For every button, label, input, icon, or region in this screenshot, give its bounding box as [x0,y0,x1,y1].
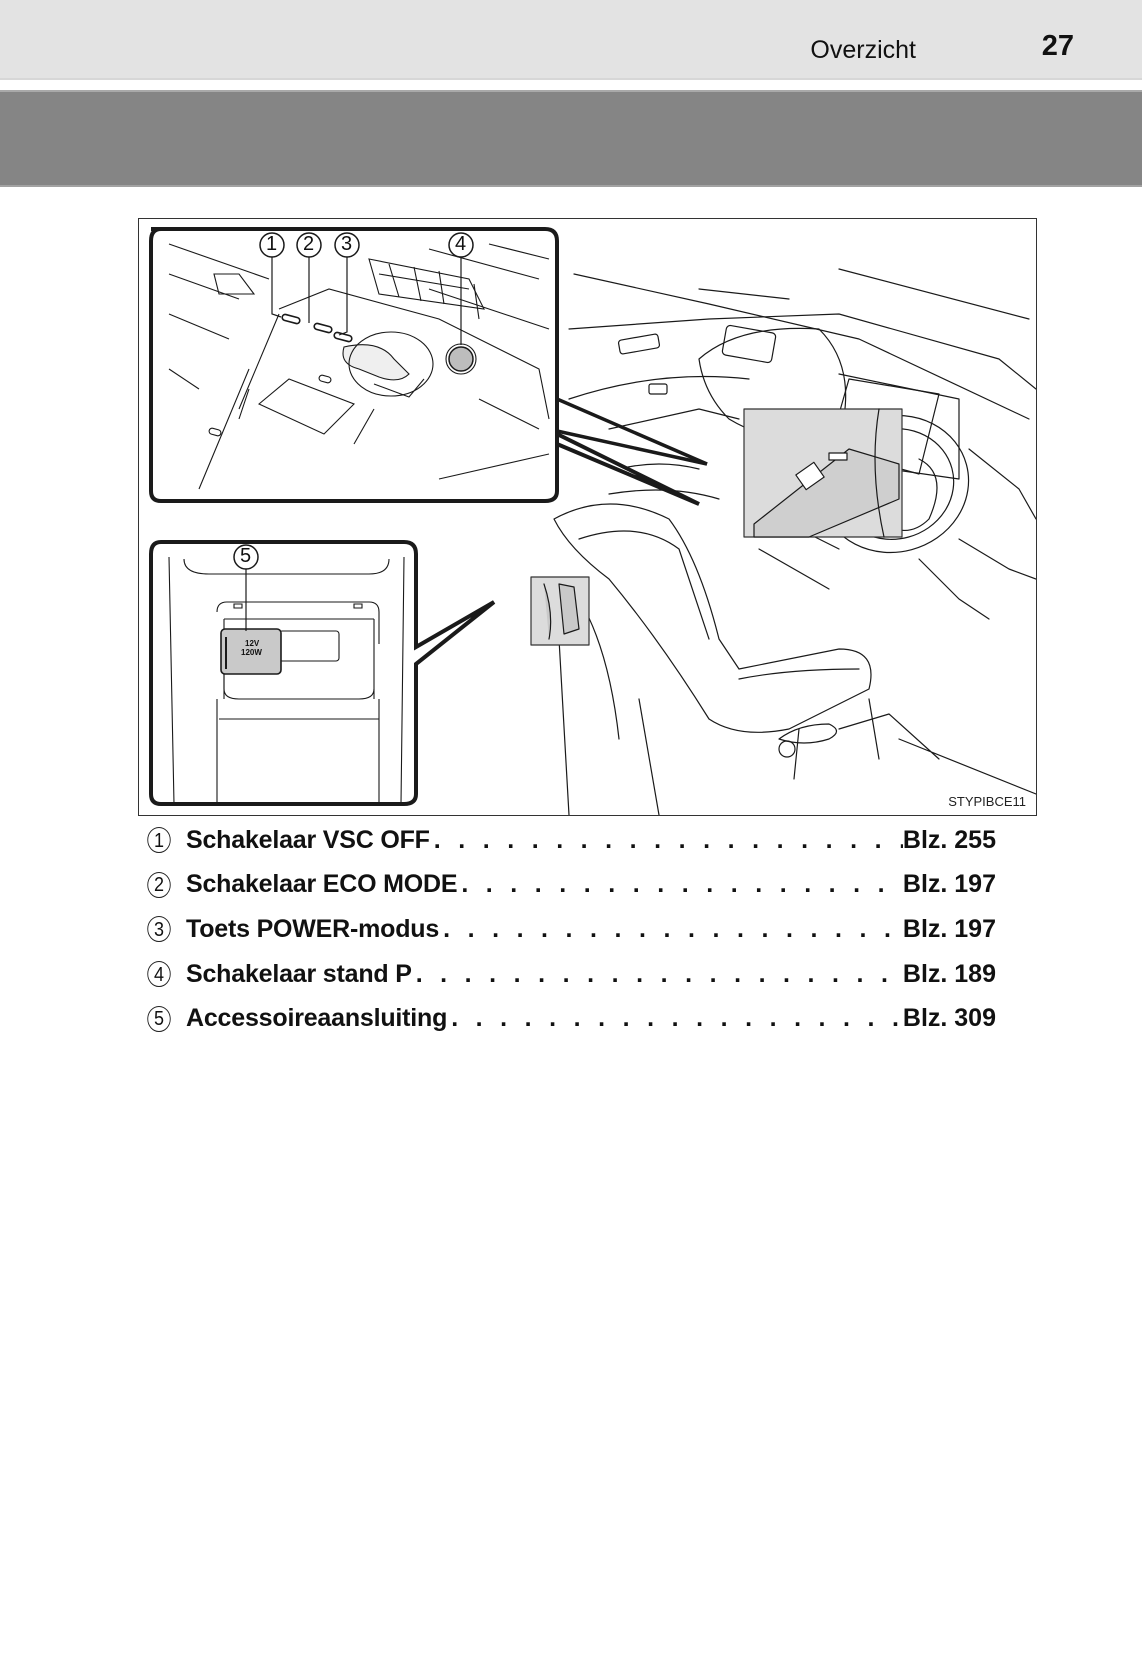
item-label: Schakelaar ECO MODE [186,870,458,899]
callout-4: 4 [455,233,467,255]
leader-dots: . . . . . . . . . . . . . . . . . . . . … [443,914,903,943]
accessory-socket [220,628,282,675]
item-label: Toets POWER-modus [186,914,440,943]
inset-console [149,227,708,506]
list-item: 3 Toets POWER-modus . . . . . . . . . . … [146,907,996,952]
charging-pad [257,378,355,435]
page-reference[interactable]: Blz. 255 [902,825,996,854]
item-label: Schakelaar stand P [186,959,412,988]
item-number: 1 [147,827,171,854]
list-item: 4 Schakelaar stand P . . . . . . . . . .… [146,952,996,997]
socket-label-voltage: 12V [245,639,260,648]
door-trim [568,375,750,430]
interior-illustration: 1 2 3 4 5 12V 120W STYPIBCE11 [138,218,1037,816]
leader-dots: . . . . . . . . . . . . . . . . . . . . … [415,959,903,988]
seat-switch [778,723,838,744]
leader-dots: . . . . . . . . . . . . . . . . . . . . … [433,825,903,854]
page-reference[interactable]: Blz. 189 [902,959,996,988]
item-label: Accessoireaansluiting [186,1004,448,1033]
callout-3: 3 [341,233,353,255]
item-label: Schakelaar VSC OFF [186,825,430,854]
callout-2: 2 [303,233,315,255]
callout-5: 5 [240,545,252,567]
list-item: 1 Schakelaar VSC OFF . . . . . . . . . .… [146,818,996,863]
list-item: 5 Accessoireaansluiting . . . . . . . . … [146,996,996,1041]
windshield-line [573,273,1030,420]
park-button [448,346,474,372]
section-title: Overzicht [810,36,916,64]
leader-dots: . . . . . . . . . . . . . . . . . . . . … [461,870,903,899]
item-number: 4 [147,961,171,988]
component-list: 1 Schakelaar VSC OFF . . . . . . . . . .… [146,818,996,1041]
item-number: 5 [147,1005,171,1032]
item-number: 2 [147,871,171,898]
list-item: 2 Schakelaar ECO MODE . . . . . . . . . … [146,863,996,908]
page-reference[interactable]: Blz. 197 [902,870,996,899]
figure-code: STYPIBCE11 [948,794,1026,809]
socket-label-wattage: 120W [241,648,262,657]
page-header: Overzicht 27 [0,0,1142,80]
leader-dots: . . . . . . . . . . . . . . . . . . . . … [451,1004,903,1033]
inset-socket [149,540,496,806]
item-number: 3 [147,916,171,943]
shift-lever [342,344,410,381]
page-number: 27 [1041,30,1074,62]
roof-line [698,268,1030,320]
illustration-drawing [149,227,1036,815]
callout-1: 1 [266,233,278,255]
driver-seat [553,503,872,733]
page-reference[interactable]: Blz. 197 [902,914,996,943]
page-reference[interactable]: Blz. 309 [902,1004,996,1033]
dash-top [568,313,1036,390]
header-band [0,90,1142,187]
